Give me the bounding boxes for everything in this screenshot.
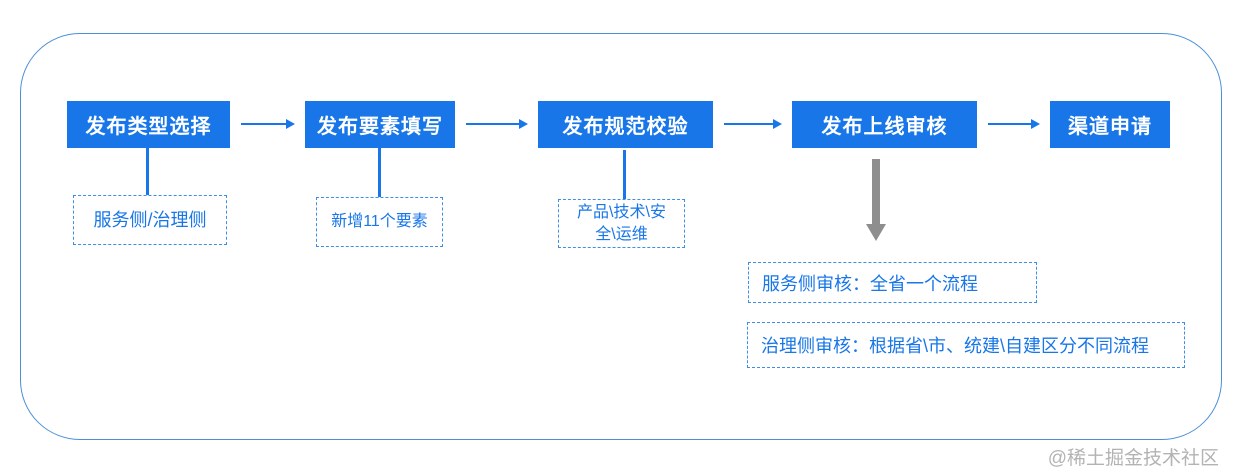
review-note-governance-side: 治理侧审核：根据省\市、统建\自建区分不同流程 — [747, 322, 1185, 368]
right-arrow-icon — [724, 119, 782, 129]
right-arrow-icon — [466, 119, 528, 129]
watermark-text: @稀土掘金技术社区 — [1047, 448, 1219, 469]
flow-step-release-elements: 发布要素填写 — [305, 101, 455, 148]
review-note-service-side: 服务侧审核：全省一个流程 — [748, 262, 1037, 303]
right-arrow-icon — [988, 119, 1040, 129]
flow-step-channel-apply: 渠道申请 — [1050, 101, 1170, 148]
annotation-service-governance-side: 服务侧/治理侧 — [73, 195, 227, 245]
flow-step-spec-check: 发布规范校验 — [538, 101, 713, 148]
vertical-connector-line — [623, 150, 626, 199]
vertical-connector-line — [146, 148, 149, 195]
vertical-connector-line — [378, 148, 381, 197]
down-arrow-icon — [866, 159, 886, 241]
right-arrow-icon — [241, 119, 295, 129]
flow-step-release-type: 发布类型选择 — [67, 101, 230, 148]
annotation-new-elements: 新增11个要素 — [316, 197, 443, 247]
annotation-product-tech-security-ops: 产品\技术\安全\运维 — [558, 199, 685, 248]
flow-step-online-review: 发布上线审核 — [792, 101, 977, 148]
